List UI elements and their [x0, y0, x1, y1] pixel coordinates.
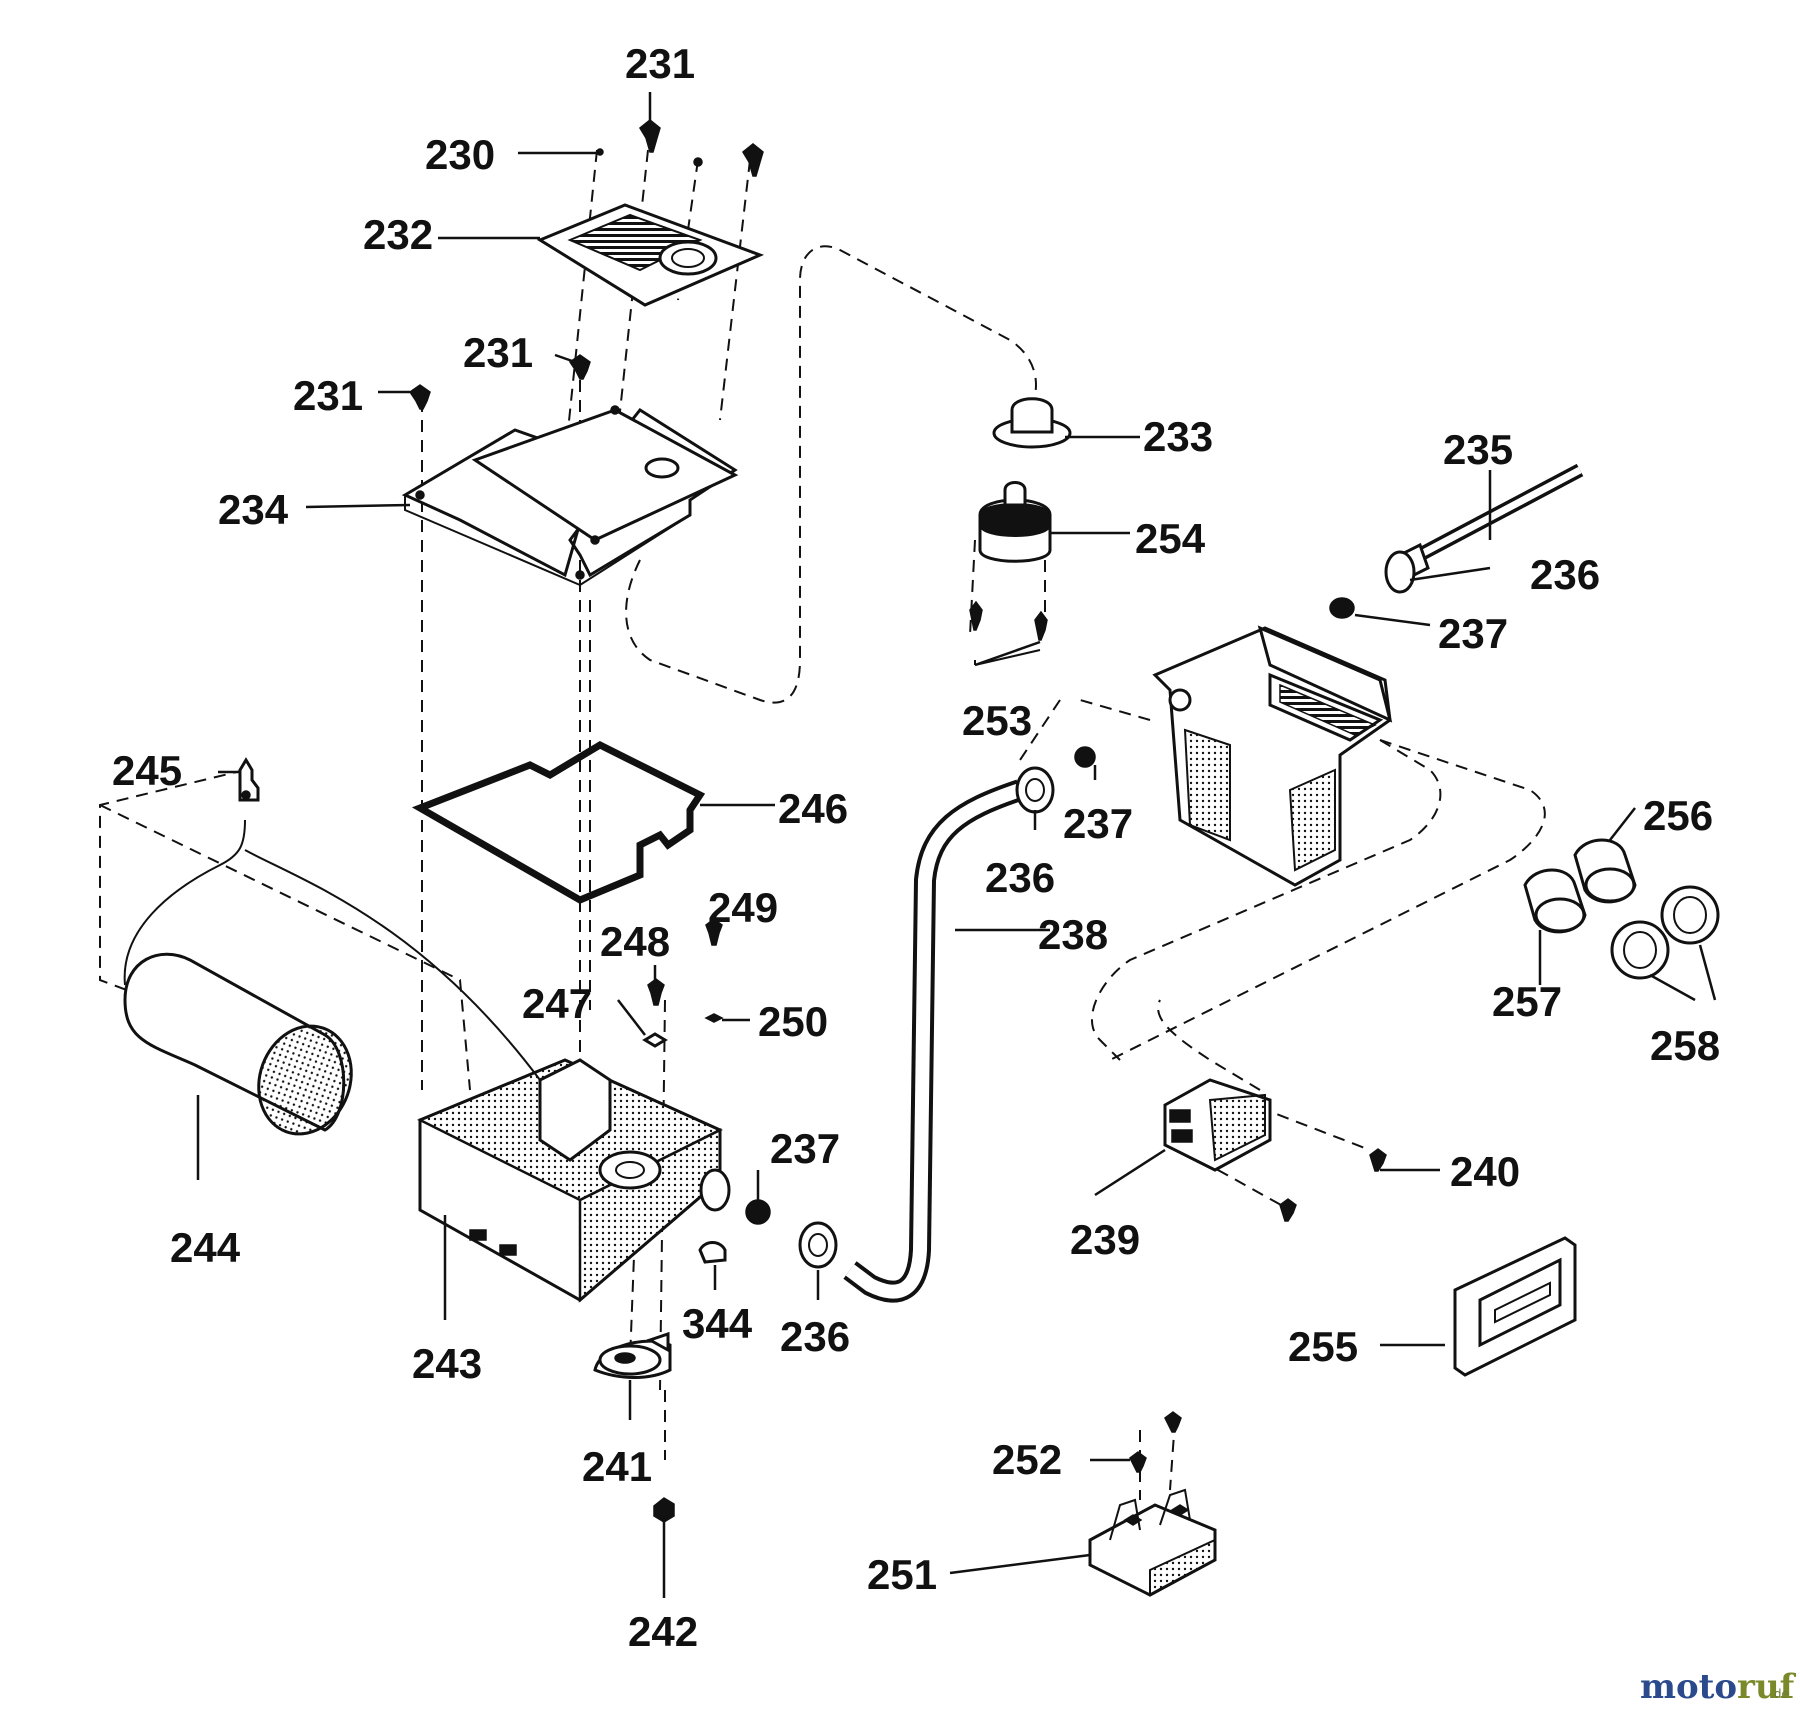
- terminal-245: [238, 757, 260, 802]
- label-231-left: 231: [293, 372, 363, 419]
- cylinder-244: [123, 819, 541, 1136]
- terminal-block-251: [1088, 1411, 1217, 1597]
- label-255: 255: [1288, 1323, 1358, 1370]
- watermark-logo: motoruf .de: [1640, 1667, 1797, 1707]
- label-237-top: 237: [1438, 610, 1508, 657]
- label-238: 238: [1038, 911, 1108, 958]
- label-236-middle: 236: [985, 854, 1055, 901]
- label-344: 344: [682, 1300, 753, 1347]
- cap-233: [992, 397, 1072, 449]
- label-252: 252: [992, 1436, 1062, 1483]
- label-237-middle: 237: [1063, 800, 1133, 847]
- svg-text:motoruf: motoruf: [1640, 1667, 1797, 1707]
- label-254: 254: [1135, 515, 1206, 562]
- label-240: 240: [1450, 1148, 1520, 1195]
- leader-lines: [196, 92, 1717, 1598]
- label-237-bottom: 237: [770, 1125, 840, 1172]
- label-239: 239: [1070, 1216, 1140, 1263]
- label-236-top: 236: [1530, 551, 1600, 598]
- label-248: 248: [600, 918, 670, 965]
- hose-238: [843, 746, 1096, 1303]
- label-246: 246: [778, 785, 848, 832]
- label-231-middle: 231: [463, 329, 533, 376]
- label-250: 250: [758, 998, 828, 1045]
- label-251: 251: [867, 1551, 937, 1598]
- label-247: 247: [522, 980, 592, 1027]
- label-245: 245: [112, 747, 182, 794]
- bottom-plate-241: [593, 1331, 672, 1379]
- socket-239: [1163, 1078, 1387, 1222]
- label-232: 232: [363, 211, 433, 258]
- battery-box-243: [416, 1058, 731, 1303]
- label-230: 230: [425, 131, 495, 178]
- lid-234: [401, 405, 739, 587]
- label-236-bottom: 236: [780, 1313, 850, 1360]
- plate-255: [1453, 1236, 1577, 1377]
- label-234: 234: [218, 486, 289, 533]
- part-labels: 231 230 232 231 231 234 233 254 253 235 …: [112, 40, 1720, 1655]
- watermark-part2: ruf: [1737, 1667, 1797, 1707]
- label-243: 243: [412, 1340, 482, 1387]
- watermark-suffix: .de: [1770, 1687, 1789, 1701]
- fitting-254: [969, 481, 1052, 666]
- label-253: 253: [962, 697, 1032, 744]
- label-258: 258: [1650, 1022, 1720, 1069]
- clip-344: [698, 1241, 727, 1264]
- label-249: 249: [708, 884, 778, 931]
- label-257: 257: [1492, 978, 1562, 1025]
- fittings-left: [745, 1199, 838, 1269]
- cover-plate-232: [536, 203, 765, 307]
- gasket-246: [411, 741, 706, 904]
- label-256: 256: [1643, 792, 1713, 839]
- cable-235: [1329, 463, 1584, 619]
- label-233: 233: [1143, 413, 1213, 460]
- label-231-top: 231: [625, 40, 695, 87]
- label-244: 244: [170, 1224, 241, 1271]
- label-235: 235: [1443, 426, 1513, 473]
- fittings-right: [1523, 838, 1720, 980]
- watermark-part1: moto: [1640, 1667, 1737, 1707]
- label-242: 242: [628, 1608, 698, 1655]
- housing-center: [1152, 625, 1393, 887]
- nut-242: [653, 1497, 675, 1523]
- label-241: 241: [582, 1443, 652, 1490]
